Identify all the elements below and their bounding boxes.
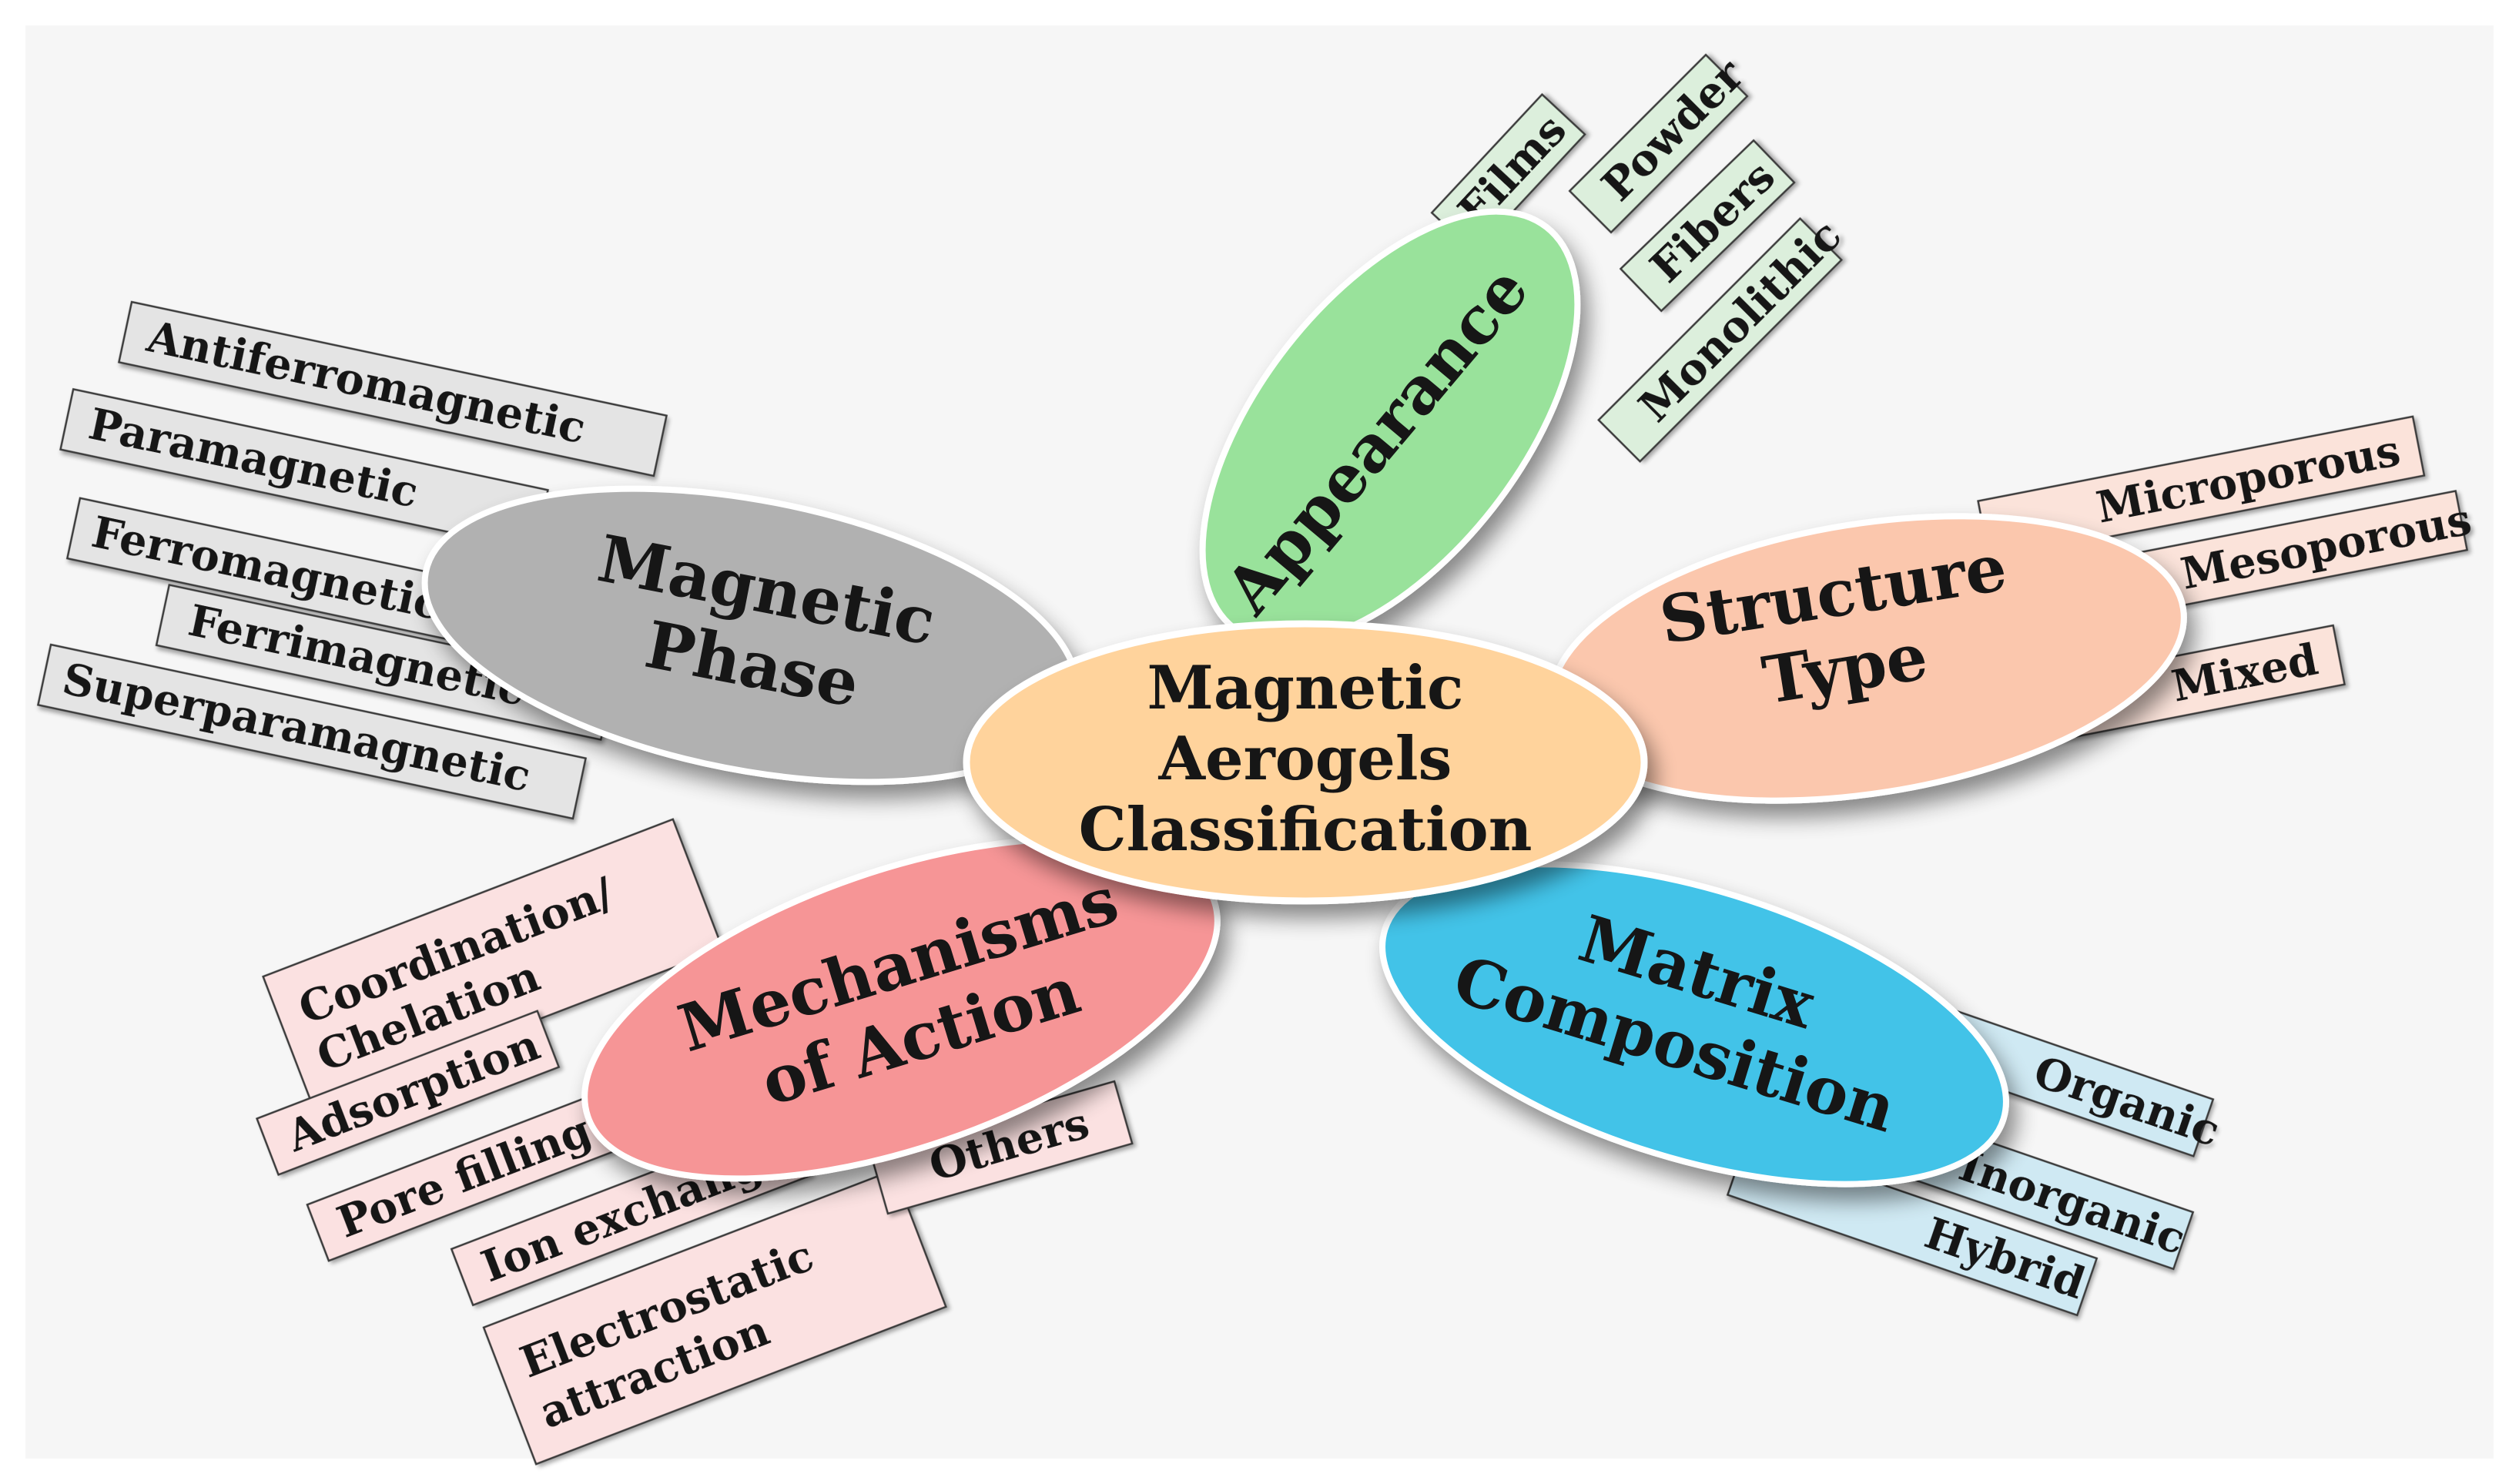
petal-appearance: Appearance [1199, 208, 1581, 647]
petal-magnetic-phase-label: MagneticPhase [578, 520, 941, 734]
petal-mechanisms-of-action: Mechanismsof Action [581, 836, 1221, 1182]
mechanisms-of-action-tags: Coordination/Chelation Adsorption Pore f… [256, 818, 1134, 1466]
structure-type-tags: Microporous Mesoporous Mixed [1968, 415, 2475, 756]
petal-magnetic-phase: MagneticPhase [421, 485, 1080, 786]
tag-organic-label: Organic [2028, 1046, 2226, 1157]
